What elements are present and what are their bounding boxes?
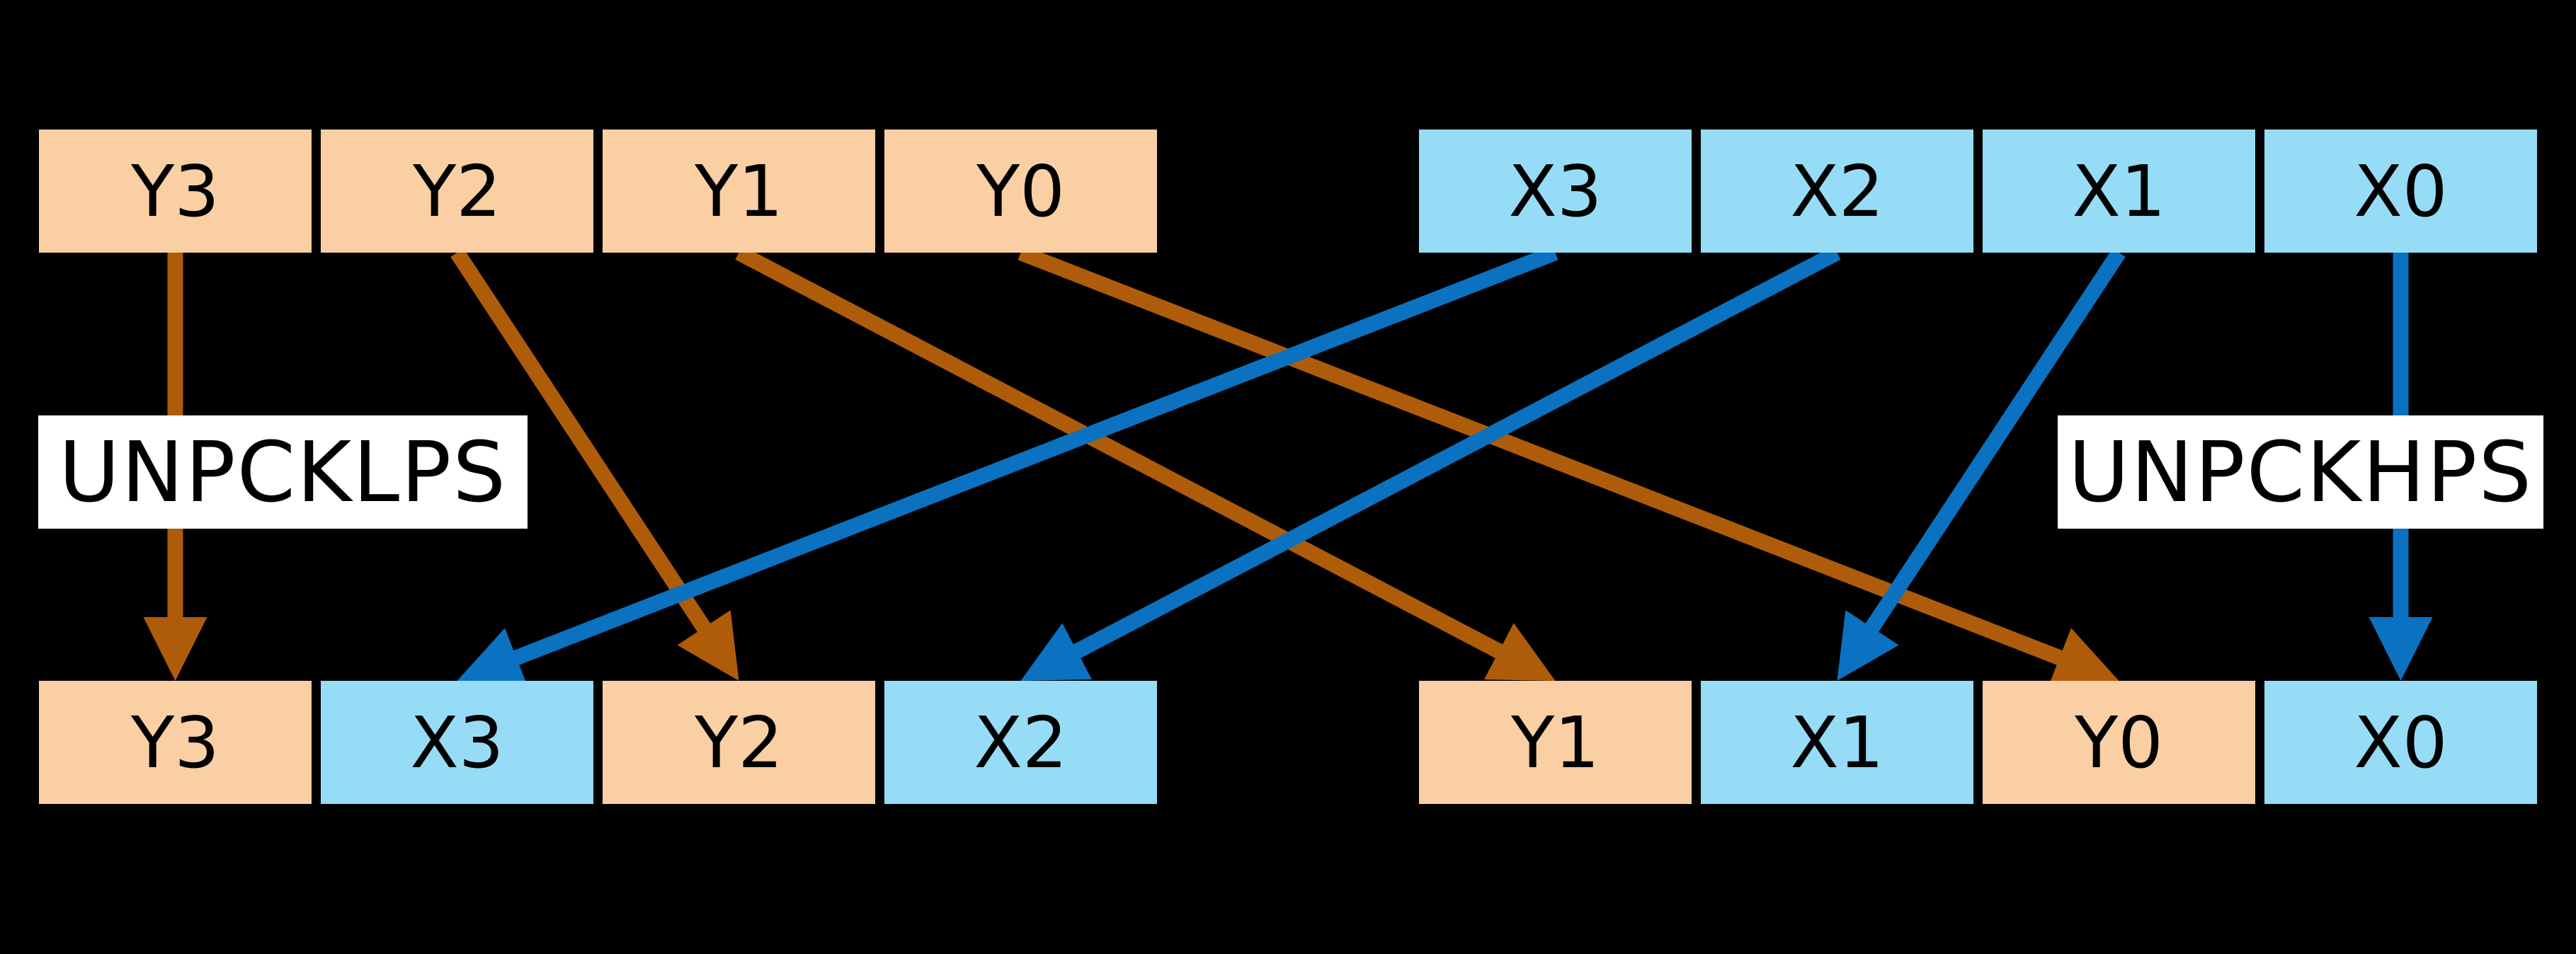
result-cell-x0: X0 xyxy=(2264,681,2537,804)
register-cell-x2: X2 xyxy=(1701,130,1973,253)
register-cell-y0: Y0 xyxy=(884,130,1157,253)
register-cell-y3: Y3 xyxy=(39,130,312,253)
register-cell-y1: Y1 xyxy=(603,130,875,253)
arrow-top_left.1-to-bottom_left.2 xyxy=(450,248,739,681)
result-cell-x1: X1 xyxy=(1701,681,1973,804)
result-cell-x2: X2 xyxy=(884,681,1157,804)
unpckhps-label: UNPCKHPS xyxy=(2058,415,2543,529)
register-cell-x0: X0 xyxy=(2264,130,2537,253)
register-cell-x1: X1 xyxy=(1983,130,2255,253)
unpcklps-label: UNPCKLPS xyxy=(38,415,528,529)
result-cell-x3: X3 xyxy=(321,681,593,804)
arrow-top_left.2-to-bottom_right.0 xyxy=(735,246,1556,682)
source-register-y: Y3 Y2 Y1 Y0 xyxy=(39,130,1157,253)
arrow-top_right.1-to-bottom_left.3 xyxy=(1020,246,1841,682)
register-cell-x3: X3 xyxy=(1419,130,1692,253)
result-cell-y1: Y1 xyxy=(1419,681,1692,804)
result-cell-y2: Y2 xyxy=(603,681,875,804)
register-cell-y2: Y2 xyxy=(321,130,593,253)
result-cell-y3: Y3 xyxy=(39,681,312,804)
result-register-unpcklps: Y3 X3 Y2 X2 xyxy=(39,681,1157,804)
arrow-top_right.2-to-bottom_right.1 xyxy=(1837,248,2126,681)
arrow-top_right.0-to-bottom_left.1 xyxy=(457,245,1558,688)
source-register-x: X3 X2 X1 X0 xyxy=(1419,130,2537,253)
result-cell-y0: Y0 xyxy=(1983,681,2255,804)
result-register-unpckhps: Y1 X1 Y0 X0 xyxy=(1419,681,2537,804)
